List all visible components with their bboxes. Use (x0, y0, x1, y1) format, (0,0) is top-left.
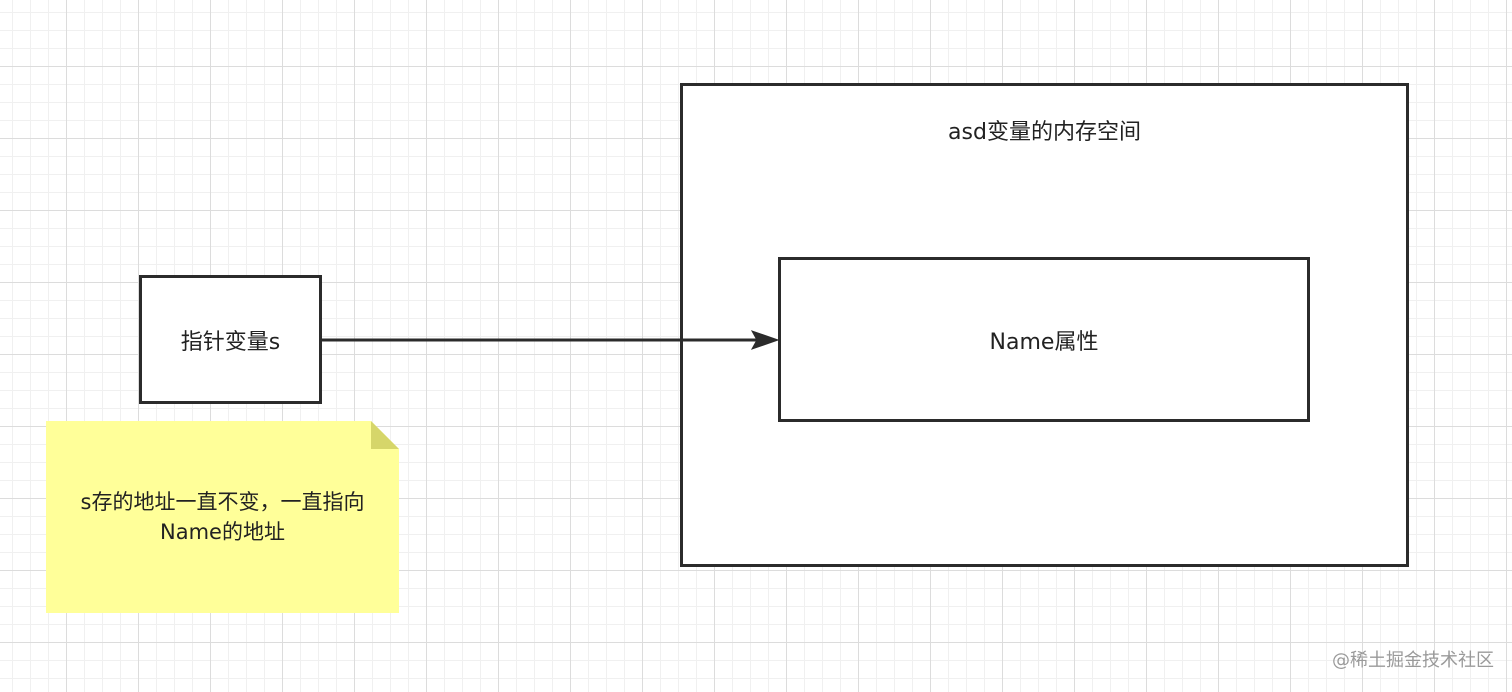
name-property-node[interactable]: Name属性 (778, 257, 1310, 422)
pointer-variable-label: 指针变量s (180, 329, 281, 355)
sticky-note-text: s存的地址一直不变，一直指向 Name的地址 (46, 421, 399, 613)
sticky-note[interactable] (46, 421, 399, 613)
memory-space-title: asd变量的内存空间 (948, 120, 1141, 145)
sticky-note-line-1: s存的地址一直不变，一直指向 (80, 490, 365, 514)
pointer-variable-node[interactable]: 指针变量s (139, 275, 322, 404)
watermark-text: @稀土掘金技术社区 (1332, 650, 1494, 671)
name-property-label: Name属性 (989, 329, 1099, 355)
sticky-note-line-2: Name的地址 (160, 520, 285, 544)
